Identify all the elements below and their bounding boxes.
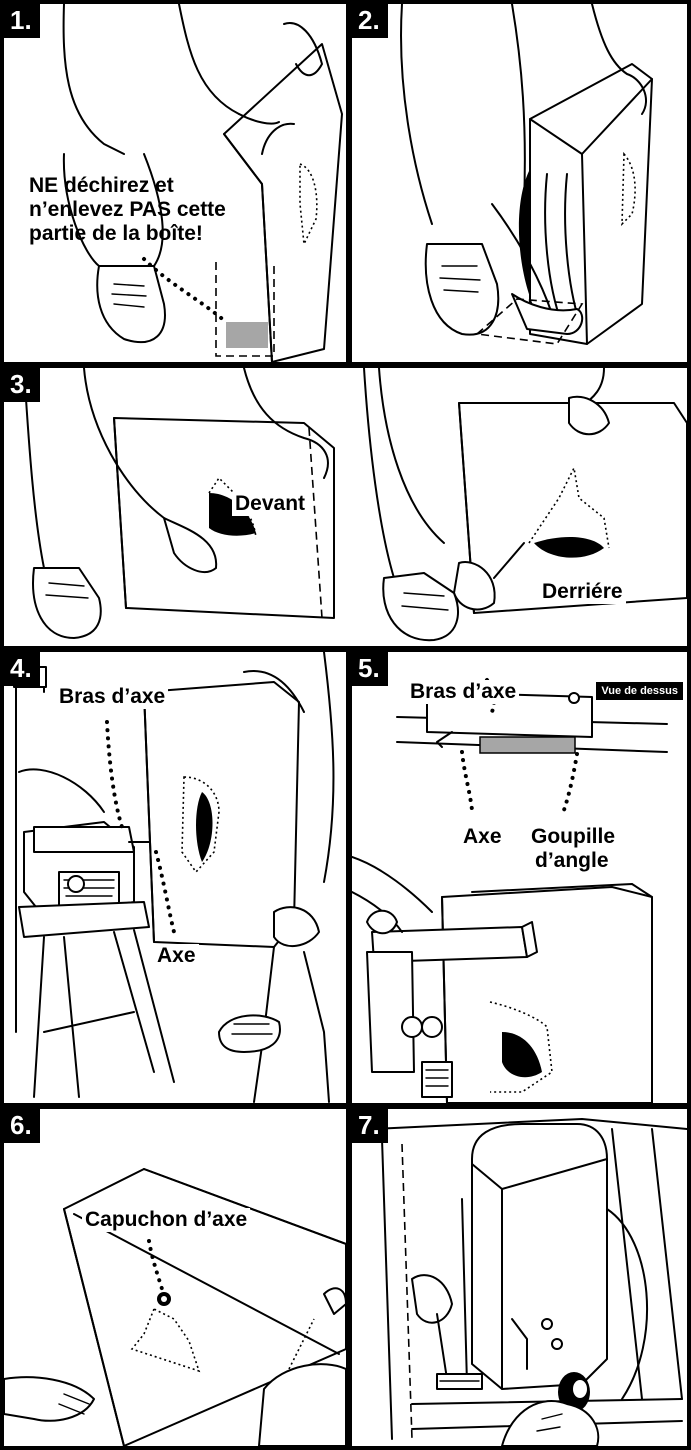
step-2-number: 2. (352, 4, 388, 38)
step-7-number: 7. (352, 1109, 388, 1143)
step-5-panel: 5. Vue de dessus Bras d’axe Axe Goupille… (352, 652, 687, 1103)
axle-arm-label: Bras d’axe (56, 685, 168, 709)
step-6-number: 6. (4, 1109, 40, 1143)
step-6-panel: 6. Capuchon d’axe (4, 1109, 346, 1446)
step-2-illustration (352, 4, 687, 362)
step-3-panel: 3. Devant Derriére (4, 368, 687, 646)
step-4-panel: 4. Bras d’axe Axe (4, 652, 346, 1103)
step-1-panel: 1. NE déchirez et n’enlevez PAS cette pa… (4, 4, 346, 362)
corner-pin-label: Goupille d’angle (528, 825, 618, 873)
step-4-number: 4. (4, 652, 40, 686)
step-3-number: 3. (4, 368, 40, 402)
step-7-panel: 7. (352, 1109, 687, 1446)
axle-cap-label: Capuchon d’axe (82, 1208, 250, 1232)
step-2-panel: 2. (352, 4, 687, 362)
keep-area-highlight (226, 322, 268, 348)
step-7-illustration (352, 1109, 687, 1446)
step-6-illustration (4, 1109, 346, 1446)
front-label: Devant (232, 492, 308, 516)
back-label: Derriére (539, 580, 626, 604)
step-1-number: 1. (4, 4, 40, 38)
pin-highlight (480, 737, 575, 753)
top-view-badge: Vue de dessus (596, 682, 683, 700)
top-view-axle-label: Axe (460, 825, 505, 849)
step-5-illustration (352, 652, 687, 1103)
top-view-axle-arm-label: Bras d’axe (407, 680, 519, 704)
step-4-illustration (4, 652, 346, 1103)
step-3-illustration (4, 368, 687, 646)
tear-warning-label: NE déchirez et n’enlevez PAS cette parti… (26, 174, 229, 246)
axle-label: Axe (154, 944, 199, 968)
step-5-number: 5. (352, 652, 388, 686)
